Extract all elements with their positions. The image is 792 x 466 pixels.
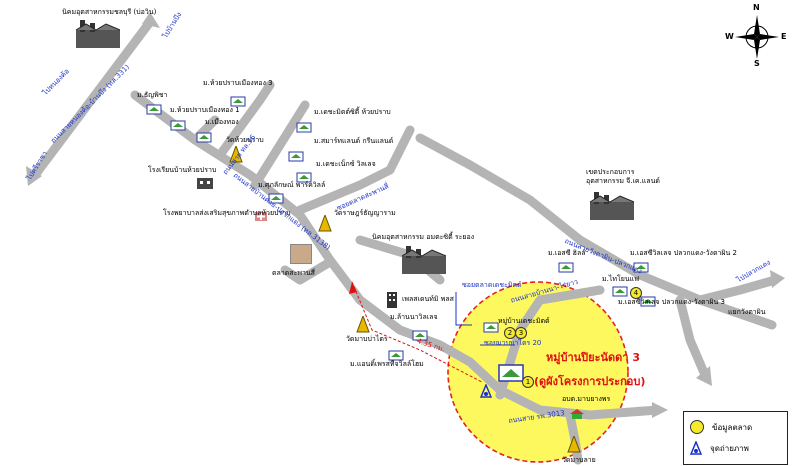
legend-row-photo: จุดถ่ายภาพ: [689, 440, 749, 455]
village-icon: [296, 118, 312, 133]
market-marker-icon: [690, 420, 704, 434]
village-icon: [296, 168, 312, 183]
label-m-dechamit-city: ม.เดชะมิตต์ซิตี้ ห้วยปราบ: [314, 108, 391, 116]
village-icon: [633, 258, 649, 273]
label-m-dechamit: หมู่บ้านเดชะมิตต์: [498, 317, 550, 325]
legend-photo-label: จุดถ่ายภาพ: [710, 443, 749, 453]
arrow-se: [696, 366, 712, 386]
label-jec-estate: เขตประกอบการ อุตสาหกรรม จี.เค.แลนด์: [586, 168, 660, 186]
legend-market-label: ข้อมูลตลาด: [712, 422, 753, 432]
leader-dechamit: [455, 292, 472, 326]
village-icon: [230, 92, 246, 107]
compass-n: N: [753, 3, 760, 12]
village-icon: [483, 318, 499, 333]
marker-1: 1: [522, 376, 534, 388]
legend-box: ข้อมูลตลาด จุดถ่ายภาพ: [683, 411, 788, 465]
label-m-thai-tone: ม.ไทโยนแฟ: [602, 275, 640, 283]
project-village-icon: [498, 364, 524, 382]
village-icon: [612, 282, 628, 297]
label-wat-huaipraban: วัดห้วยปราบ: [226, 136, 264, 144]
compass-w: W: [725, 32, 734, 41]
road-to-north-diag: [295, 125, 415, 215]
temple-icon: [318, 213, 332, 233]
compass-rose-icon: [728, 6, 786, 68]
label-industrial-estate-bowin: นิคมอุตสาหกรรมชลบุรี (บ่อวิน): [62, 8, 157, 16]
road-bowin-main: [30, 17, 155, 180]
label-m-dechamit-vil: ม.เดชะเน็กซ์ วิลเลจ: [316, 160, 376, 168]
label-wat-manbattrai: วัดมาบบ่าไตร: [346, 335, 388, 343]
project-subtitle: (ดูผังโครงการประกอบ): [534, 375, 646, 388]
road-branch-north1: [215, 80, 275, 160]
factory-icon: [72, 18, 124, 50]
road-huaipraban-trunk: [130, 90, 663, 420]
arrow-ne: [142, 12, 160, 28]
label-m-sc-village3: ม.เอสซีวิลเลจ ปลวกแดง-วังตาผิน 3: [618, 298, 725, 306]
village-icon: [388, 346, 404, 361]
arrow-e: [652, 402, 668, 418]
village-icon: [146, 100, 162, 115]
label-m-mueangthong: ม.เมืองทอง: [205, 118, 239, 126]
label-m-huaipraban-3: ม.ห้วยปราบเมืองทอง 3: [203, 79, 273, 87]
marker-4: 4: [630, 287, 642, 299]
label-m-anprosit: ม.แอนดิ์เพรสทีจวิลล์โฮม: [350, 360, 424, 368]
label-plaza-dechamit: เพลสเดนท์มิ พลส: [402, 295, 454, 303]
photo-point-icon: [689, 440, 703, 455]
market-photo-icon: [290, 244, 312, 264]
temple-icon: [567, 434, 581, 454]
label-industrial-estate-amata: นิคมอุตสาหกรรม อมตะซิตี้ ระยอง: [372, 233, 475, 241]
temple-icon: [356, 314, 370, 334]
road-market-spur: [280, 257, 335, 285]
hospital-icon: [254, 207, 268, 221]
road-east-branch: [675, 295, 710, 380]
compass-s: S: [754, 59, 760, 68]
village-icon: [288, 147, 304, 162]
road-label-manbattrai: ซอยมาบบาไตร 20: [484, 339, 542, 347]
compass-e: E: [781, 32, 787, 41]
road-branch-north2: [250, 100, 310, 190]
village-icon: [170, 116, 186, 131]
arrow-sw: [26, 166, 42, 186]
label-wat-maplai: วัดมาบลาย: [562, 456, 596, 464]
village-icon: [412, 326, 428, 341]
village-icon: [558, 258, 574, 273]
village-icon: [196, 128, 212, 143]
building-icon: [386, 291, 398, 309]
factory-icon: [398, 244, 450, 276]
label-m-lannawil: ม.ล้านนาวิลเลจ: [390, 313, 438, 321]
label-school-huaipraban: โรงเรียนบ้านห้วยปราบ: [148, 166, 217, 174]
road-label-dechamit: ซอยตลาดเดชะมิตต์: [462, 281, 522, 289]
village-icon: [640, 292, 656, 307]
label-hospital-huaipraban: โรงพยาบาลส่งเสริมสุขภาพตำบลห้วยปราบ: [163, 209, 291, 217]
temple-icon: [229, 144, 243, 164]
project-title: หมู่บ้านปิยะนัดดา 3: [546, 351, 640, 364]
photo-point-icon: [479, 383, 493, 398]
school-icon: [196, 174, 214, 190]
label-school-manyangphon: อบต.มาบยางพร: [562, 395, 611, 403]
label-m-smart-greenland: ม.สมาร์ทแลนด์ กรีนแลนด์: [314, 137, 394, 145]
marker-3: 3: [515, 327, 527, 339]
distance-line: [351, 281, 483, 383]
road-mid-connector: [495, 285, 605, 400]
distance-arrow: [349, 282, 357, 294]
school-icon: [570, 404, 584, 419]
road-east-upper: [695, 275, 780, 305]
label-m-huaipraban-1: ม.ห้วยปราบเมืองทอง 1: [170, 106, 240, 114]
label-talad-saphan-si: ตลาดสะพานสี่: [272, 269, 315, 277]
legend-row-market: ข้อมูลตลาด: [690, 420, 752, 434]
label-m-sc-village2: ม.เอสซีวิลเลจ ปลวกแดง-วังตาผิน 2: [630, 249, 737, 257]
factory-icon: [586, 190, 638, 222]
label-m-sc-hill: ม.เอสซี ฮิลล์: [548, 249, 586, 257]
village-icon: [268, 189, 284, 204]
label-m-suksamphan: ม.ศุภลักษณ์ พาร์ควิลล์: [258, 181, 326, 189]
label-intersection-wangtaphin: แยกวังตาผิน: [728, 308, 766, 316]
label-wat-rat-thanyaram: วัดราษฎร์ธัญญาราม: [334, 209, 396, 217]
label-m-sanphicha: ม.ธัญพิชา: [137, 91, 168, 99]
arrow-east-upper: [770, 270, 785, 288]
